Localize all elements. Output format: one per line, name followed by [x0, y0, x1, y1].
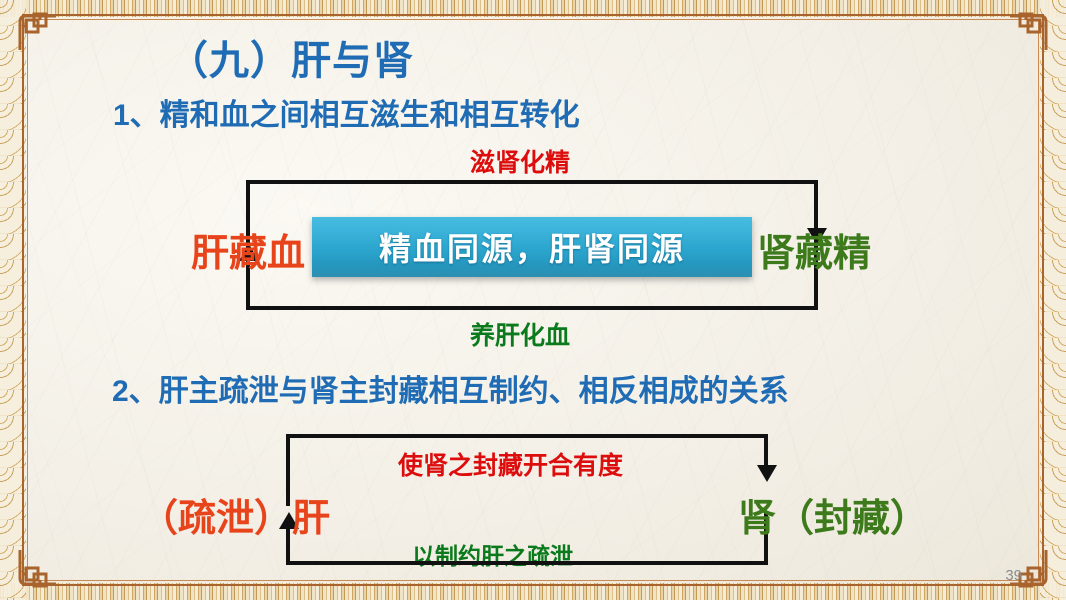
diagram-1-left-node: 肝藏血 — [191, 233, 306, 275]
diagram-2-bottom-span — [286, 561, 768, 565]
diagram-1-right-node: 肾藏精 — [757, 233, 872, 275]
diagram-1-top-span — [246, 180, 818, 184]
diagram-2-right-node: 肾（封藏） — [738, 498, 929, 540]
diagram-2-bottom-arrow-label: 以制约肝之疏泄 — [412, 544, 573, 569]
page-number: 39 — [1005, 567, 1022, 584]
section-2-heading: 2、肝主疏泄与肾主封藏相互制约、相反相成的关系 — [112, 375, 789, 408]
section-1-heading: 1、精和血之间相互滋生和相互转化 — [113, 99, 580, 132]
diagram-2-top-arrow-label: 使肾之封藏开合有度 — [398, 453, 624, 480]
diagram-2-arrowhead-down — [757, 465, 777, 482]
diagram-2-left-node: （疏泄）肝 — [140, 498, 331, 540]
diagram-2-top-right-descender — [764, 434, 768, 468]
diagram-1-bottom-span — [246, 306, 818, 310]
diagram-1-top-arrow-label: 滋肾化精 — [470, 150, 571, 177]
page-title: （九）肝与肾 — [168, 39, 414, 83]
callout-box-same-origin: 精血同源，肝肾同源 — [312, 217, 752, 277]
diagram-2-top-span — [286, 434, 768, 438]
diagram-1-bottom-arrow-label: 养肝化血 — [470, 323, 571, 350]
callout-box-text: 精血同源，肝肾同源 — [378, 231, 685, 267]
